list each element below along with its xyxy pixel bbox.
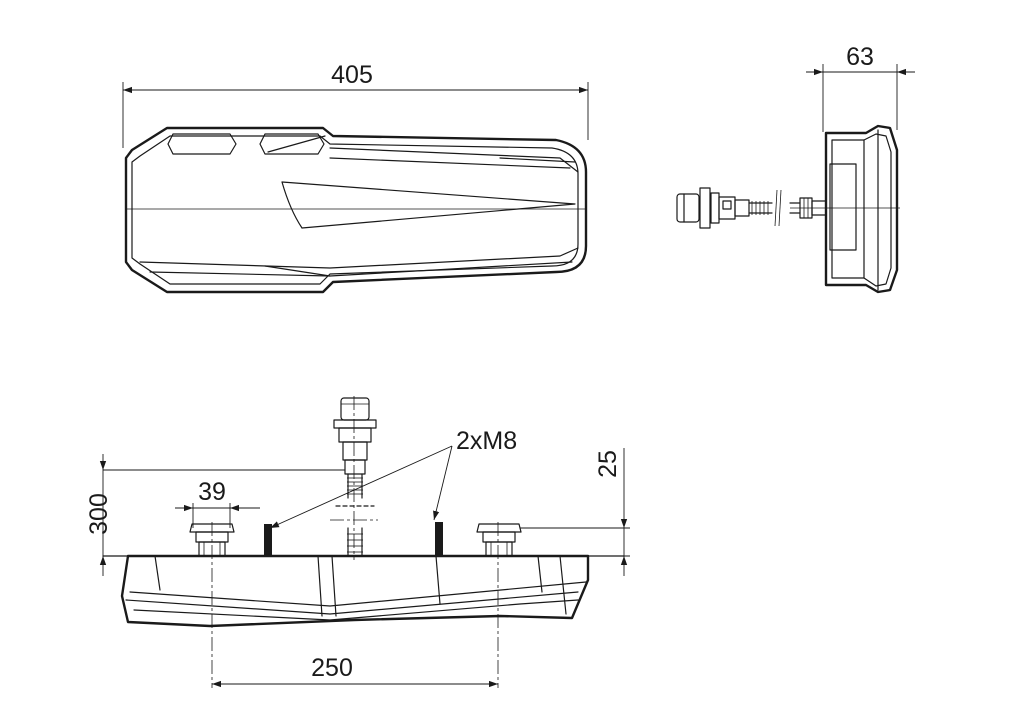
mounting-stud-right [476, 523, 522, 557]
center-lens [281, 181, 576, 229]
dimension-label-25: 25 [594, 450, 622, 478]
lamp-housing-front [120, 554, 590, 628]
thread-callout: 2xM8 [269, 427, 517, 529]
dimension-label-405: 405 [331, 61, 373, 89]
front-view: 300 39 25 2xM8 [85, 396, 630, 688]
connector-side [676, 187, 827, 229]
mounting-stud-left [189, 523, 235, 557]
dimension-label-250: 250 [311, 654, 353, 682]
dimension-300: 300 [85, 454, 345, 576]
dimension-250: 250 [212, 654, 498, 688]
thread-label: 2xM8 [456, 427, 517, 455]
dimension-label-63: 63 [846, 43, 874, 71]
connector-front [333, 397, 377, 557]
lamp-housing-top [124, 126, 588, 294]
dimension-405: 405 [122, 61, 589, 148]
top-view: 405 [122, 61, 589, 294]
m8-stud-left [264, 524, 272, 556]
dimension-39: 39 [175, 478, 260, 528]
dimension-label-300: 300 [85, 493, 113, 535]
reflector-window-2 [259, 133, 325, 155]
dimension-label-39: 39 [198, 478, 226, 506]
m8-stud-right [435, 522, 443, 556]
side-view: 63 [676, 43, 915, 294]
dimension-63: 63 [806, 43, 915, 132]
reflector-window-1 [167, 133, 237, 155]
dimension-25: 25 [520, 448, 630, 576]
lamp-housing-side [824, 124, 899, 294]
